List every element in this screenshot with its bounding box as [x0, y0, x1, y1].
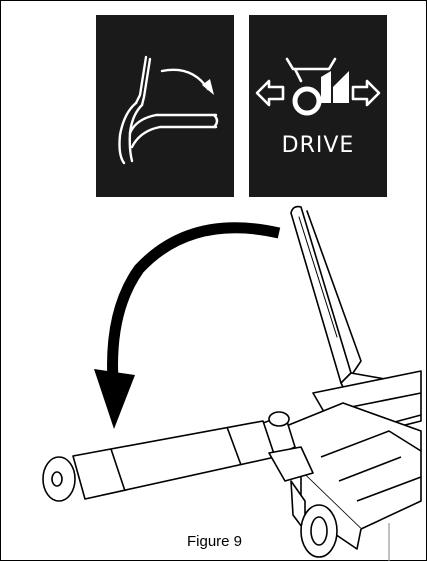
curved-arrow-down-left-icon: [94, 222, 281, 429]
handle-fold-down-icon: [118, 55, 219, 165]
snowblower-drive-icon: [255, 57, 381, 116]
figure-caption: Figure 9: [186, 533, 243, 550]
decal-drive: DRIVE: [249, 15, 387, 197]
handle-grip: [42, 411, 314, 502]
drive-label: DRIVE: [281, 133, 355, 158]
decal-handle-fold: [96, 15, 234, 197]
control-housing: [268, 370, 422, 558]
drive-control-lever: [290, 205, 386, 403]
